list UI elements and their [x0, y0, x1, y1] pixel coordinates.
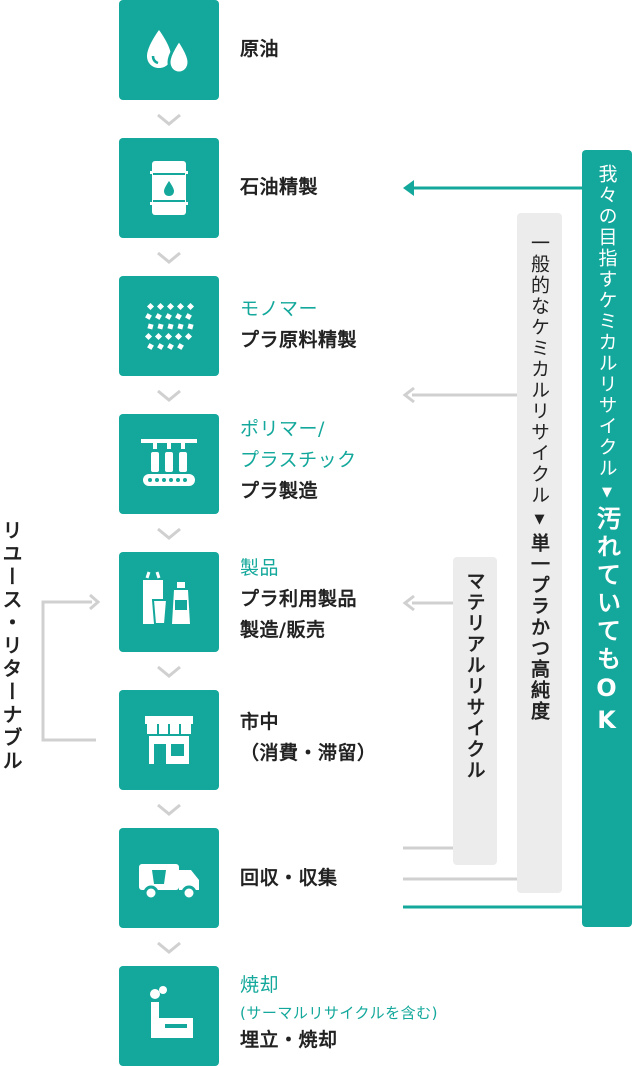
chevron-down-icon [157, 665, 181, 678]
step-box-collection [119, 828, 219, 928]
step-box-crude-oil [119, 0, 219, 100]
triangle-down-icon: ▼ [532, 512, 547, 527]
step-label-crude-oil: 原油 [240, 34, 279, 65]
step-title: 市中 [240, 711, 280, 733]
truck-icon [139, 864, 199, 901]
factory-icon [150, 986, 193, 1038]
step-label-products: 製品 プラ利用製品 製造/販売 [240, 553, 357, 646]
monomer-icon [144, 302, 195, 350]
chevron-down-icon [157, 803, 181, 816]
step-title: 石油精製 [240, 176, 319, 198]
chevron-down-icon [157, 527, 181, 540]
step-box-market [119, 690, 219, 790]
step-label-polymer: ポリマー/ プラスチック プラ製造 [240, 414, 357, 507]
drops-icon [147, 30, 191, 75]
step-box-products [119, 552, 219, 652]
step-category: ポリマー/ [240, 418, 325, 440]
step-category: 製品 [240, 557, 280, 579]
step-title: 原油 [240, 38, 280, 60]
step-label-incineration: 焼却 (サーマルリサイクルを含む) 埋立・焼却 [240, 970, 438, 1056]
step-box-polymer [119, 414, 219, 514]
step-title: プラ利用製品 [240, 588, 358, 610]
chevron-down-icon [157, 389, 181, 402]
step-label-refining: 石油精製 [240, 172, 318, 203]
step-note: (サーマルリサイクルを含む) [240, 1004, 438, 1022]
bar-general-top: 一般的なケミカルリサイクル [528, 233, 550, 506]
step-box-incineration [119, 966, 219, 1066]
bottle-line-icon [141, 439, 197, 486]
triangle-down-icon: ▼ [599, 485, 615, 500]
step-label-collection: 回収・収集 [240, 863, 338, 894]
bar-main-top: 我々の目指すケミカルリサイクル [595, 164, 618, 479]
step-box-monomer [119, 276, 219, 376]
step-category: プラスチック [240, 449, 357, 471]
step-title: （消費・滞留） [240, 742, 377, 764]
chevron-down-icon [157, 113, 181, 126]
general-chemical-recycling-bar: 一般的なケミカルリサイクル ▼ 単一プラかつ高純度 [517, 213, 562, 893]
step-box-refining [119, 138, 219, 238]
step-category: 焼却 [240, 974, 280, 996]
chevron-down-icon [157, 941, 181, 954]
products-icon [143, 571, 190, 625]
step-category: モノマー [240, 298, 319, 320]
step-title: プラ原料精製 [240, 329, 358, 351]
chevron-down-icon [157, 251, 181, 264]
step-title: プラ製造 [240, 480, 319, 502]
our-chemical-recycling-bar: 我々の目指すケミカルリサイクル ▼ 汚れていてもOK [582, 150, 632, 927]
shop-icon [145, 716, 193, 764]
reuse-returnable-label: リユース・リターナブル [0, 520, 23, 773]
step-label-market: 市中 （消費・滞留） [240, 707, 377, 769]
step-title: 埋立・焼却 [240, 1029, 338, 1051]
step-title: 回収・収集 [240, 867, 338, 889]
material-recycle-arrow [402, 594, 453, 850]
step-label-monomer: モノマー プラ原料精製 [240, 294, 357, 356]
bar-general-bottom: 単一プラかつ高純度 [528, 533, 550, 722]
bar-material-label: マテリアルリサイクル [463, 571, 486, 781]
bar-main-bottom: 汚れていてもOK [592, 506, 621, 738]
material-recycling-bar: マテリアルリサイクル [453, 557, 497, 865]
barrel-icon [150, 161, 188, 215]
reuse-loop-arrow [41, 593, 101, 742]
step-title: 製造/販売 [240, 619, 326, 641]
